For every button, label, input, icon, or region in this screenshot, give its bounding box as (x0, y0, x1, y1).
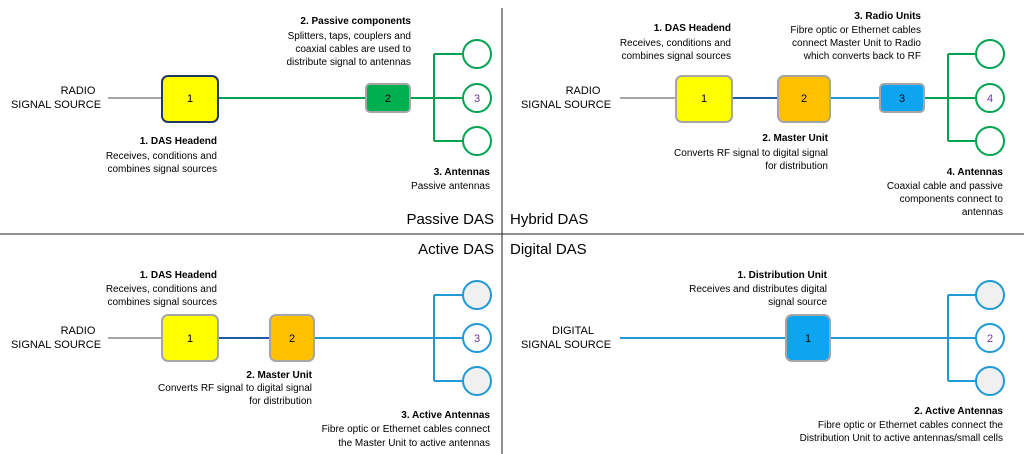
antenna-number: 4 (987, 93, 993, 105)
antenna-icon (462, 39, 492, 69)
active-source-label-line2: SIGNAL SOURCE (11, 339, 101, 351)
digital-source-label-line1: DIGITAL (552, 325, 594, 337)
antenna-icon (462, 280, 492, 310)
headend-box-number: 1 (187, 93, 193, 105)
antenna-number: 2 (987, 333, 993, 345)
active-antennas-title: 2. Active Antennas (914, 406, 1003, 417)
antenna-icon (975, 126, 1005, 156)
antennas-desc-line1: Passive antennas (411, 181, 490, 192)
antennas-title: 4. Antennas (947, 167, 1004, 178)
active-antennas-desc-line1: Fibre optic or Ethernet cables connect (322, 424, 491, 435)
radio-units-desc-line3: which converts back to RF (803, 51, 921, 62)
radio-unit-box-number: 3 (899, 93, 905, 105)
headend-desc-line1: Receives, conditions and (620, 38, 731, 49)
digital-das-panel: Digital DAS 1. Distribution Unit Receive… (510, 241, 1005, 444)
distribution-unit-box-number: 1 (805, 333, 811, 345)
antenna-icon (975, 39, 1005, 69)
headend-title: 1. DAS Headend (140, 136, 217, 147)
das-headend-box (161, 75, 219, 123)
antennas-desc-line2: components connect to (900, 194, 1004, 205)
hybrid-source-label-line2: SIGNAL SOURCE (521, 99, 611, 111)
hybrid-das-panel: Hybrid DAS RADIO SIGNAL SOURCE 1 2 3 4 1… (510, 11, 1005, 228)
passive-components-desc-line1: Splitters, taps, couplers and (288, 31, 411, 42)
master-unit-desc-line1: Converts RF signal to digital signal (158, 383, 312, 394)
master-unit-title: 2. Master Unit (762, 133, 828, 144)
passive-source-label-line1: RADIO (61, 85, 96, 97)
passive-components-title: 2. Passive components (300, 16, 411, 27)
digital-source-label-line2: SIGNAL SOURCE (521, 339, 611, 351)
headend-desc-line1: Receives, conditions and (106, 284, 217, 295)
master-unit-box (269, 314, 315, 362)
antenna-icon (462, 126, 492, 156)
hybrid-source-label-line1: RADIO (566, 85, 601, 97)
hybrid-das-title: Hybrid DAS (510, 211, 588, 228)
antennas-desc-line1: Coaxial cable and passive (887, 181, 1004, 192)
distribution-unit-desc-line2: signal source (768, 297, 827, 308)
headend-desc-line2: combines signal sources (622, 51, 732, 62)
antenna-icon (462, 323, 492, 353)
radio-unit-box (879, 83, 925, 113)
passive-components-desc-line3: distribute signal to antennas (286, 57, 411, 68)
distribution-unit-desc-line1: Receives and distributes digital (689, 284, 827, 295)
headend-box-number: 1 (701, 93, 707, 105)
antenna-icon (975, 83, 1005, 113)
headend-title: 1. DAS Headend (140, 270, 217, 281)
distribution-unit-title: 1. Distribution Unit (738, 270, 828, 281)
passive-components-box (365, 83, 411, 113)
headend-desc-line2: combines signal sources (108, 164, 218, 175)
master-unit-box-number: 2 (289, 333, 295, 345)
active-source-label-line1: RADIO (61, 325, 96, 337)
active-antennas-desc-line1: Fibre optic or Ethernet cables connect t… (818, 420, 1004, 431)
antennas-desc-line3: antennas (962, 207, 1003, 218)
active-antennas-title: 3. Active Antennas (401, 410, 490, 421)
antenna-number: 3 (474, 93, 480, 105)
master-unit-box-number: 2 (801, 93, 807, 105)
antennas-title: 3. Antennas (434, 167, 491, 178)
antenna-number: 3 (474, 333, 480, 345)
active-antennas-desc-line2: Distribution Unit to active antennas/sma… (800, 433, 1003, 444)
passive-das-title: Passive DAS (406, 211, 494, 228)
radio-units-title: 3. Radio Units (854, 11, 921, 22)
distribution-unit-box (785, 314, 831, 362)
active-das-title: Active DAS (418, 241, 494, 258)
master-unit-title: 2. Master Unit (246, 370, 312, 381)
headend-title: 1. DAS Headend (654, 23, 731, 34)
active-antennas-desc-line2: the Master Unit to active antennas (338, 438, 490, 449)
master-unit-desc-line2: for distribution (249, 396, 312, 407)
headend-box-number: 1 (187, 333, 193, 345)
passive-source-label-line2: SIGNAL SOURCE (11, 99, 101, 111)
radio-units-desc-line2: connect Master Unit to Radio (792, 38, 921, 49)
antenna-icon (462, 366, 492, 396)
headend-desc-line2: combines signal sources (108, 297, 218, 308)
antenna-icon (975, 323, 1005, 353)
digital-das-title: Digital DAS (510, 241, 587, 258)
passive-das-panel: RADIO SIGNAL SOURCE 1 2 3 2. Passive com… (11, 16, 494, 228)
radio-units-desc-line1: Fibre optic or Ethernet cables (790, 25, 921, 36)
antenna-icon (975, 280, 1005, 310)
das-headend-box (161, 314, 219, 362)
master-unit-desc-line2: for distribution (765, 161, 828, 172)
active-das-panel: Active DAS 1. DAS Headend Receives, cond… (11, 241, 494, 449)
passive-components-desc-line2: coaxial cables are used to (295, 44, 411, 55)
master-unit-box (777, 75, 831, 123)
headend-desc-line1: Receives, conditions and (106, 151, 217, 162)
antenna-icon (975, 366, 1005, 396)
passive-components-box-number: 2 (385, 93, 391, 105)
das-headend-box (675, 75, 733, 123)
master-unit-desc-line1: Converts RF signal to digital signal (674, 148, 828, 159)
antenna-icon (462, 83, 492, 113)
